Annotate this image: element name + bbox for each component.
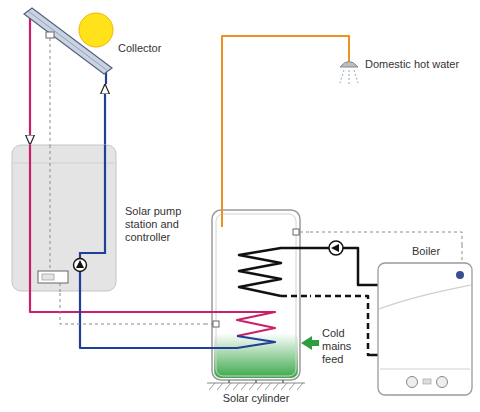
brand-badge <box>456 271 464 279</box>
cylinder-feet <box>229 380 283 383</box>
panel-ridge <box>28 11 108 71</box>
pump-symbol <box>329 241 343 255</box>
pump-symbol <box>74 259 87 272</box>
node-label: Solar pump station and controller <box>125 205 199 244</box>
callout-label: Cold mains feed <box>322 327 364 366</box>
solar-return-pipe <box>104 84 106 145</box>
temperature-sensor <box>46 32 54 38</box>
floor-hatching <box>209 383 303 390</box>
solar-coil-return <box>205 336 275 348</box>
controller-box <box>38 271 68 283</box>
sensor-wire <box>60 283 61 293</box>
cold-feed-arrow <box>301 336 319 350</box>
node-label: Collector <box>118 42 180 55</box>
sun-symbol <box>79 13 113 47</box>
boiler-return-pipe <box>281 295 310 298</box>
sensor-wire <box>300 232 310 233</box>
boiler-node: Boiler <box>372 245 476 400</box>
flow-pipe <box>29 12 31 84</box>
hot-water-pipe <box>221 205 223 227</box>
collector-panel <box>24 8 112 74</box>
solar-flow-pipe <box>29 84 31 145</box>
sensor-wire <box>60 293 205 324</box>
solar-return-pipe <box>80 293 205 348</box>
sensor-wire <box>50 145 51 271</box>
solar-coil-flow <box>205 312 275 336</box>
node-illustration <box>205 205 310 406</box>
node-label: Solar cylinder <box>210 392 302 405</box>
control-dial <box>437 377 448 388</box>
node-illustration <box>372 245 476 400</box>
hot-water-pipe <box>348 52 350 61</box>
pump-station-cabinet <box>12 145 116 291</box>
status-light <box>423 379 431 384</box>
solar-flow-pipe <box>30 293 205 312</box>
cylinder-node: Solar cylinder <box>205 205 310 406</box>
temperature-sensor <box>293 229 299 235</box>
boiler-coil <box>239 248 310 296</box>
controller-display <box>42 274 54 280</box>
temperature-sensor <box>213 321 219 327</box>
sensor-wire <box>50 38 51 84</box>
node-label: Boiler <box>412 245 472 258</box>
symbol-group <box>329 241 343 255</box>
hot-water-pipe <box>221 210 223 227</box>
boiler-casing <box>378 263 472 395</box>
boiler-return-pipe <box>372 354 378 357</box>
collector-node: Collector <box>6 6 186 84</box>
water-spray <box>340 70 358 85</box>
flow-pipe <box>29 145 31 293</box>
shower-node: Domestic hot water <box>335 52 476 92</box>
boiler-flow-pipe <box>372 284 378 287</box>
control-dial <box>407 377 418 388</box>
control-wire <box>462 245 463 263</box>
pump-direction <box>331 244 339 252</box>
pump-station-node: Solar pump station and controller <box>10 145 202 293</box>
control-panel-line <box>380 369 470 370</box>
sensor-wire <box>50 84 51 145</box>
casing-curve <box>379 285 471 309</box>
sensor-wire <box>205 324 213 325</box>
node-label: Domestic hot water <box>365 58 473 71</box>
shower-head <box>340 62 358 68</box>
hot-water-pipe <box>222 36 349 205</box>
pump-direction <box>76 260 84 268</box>
